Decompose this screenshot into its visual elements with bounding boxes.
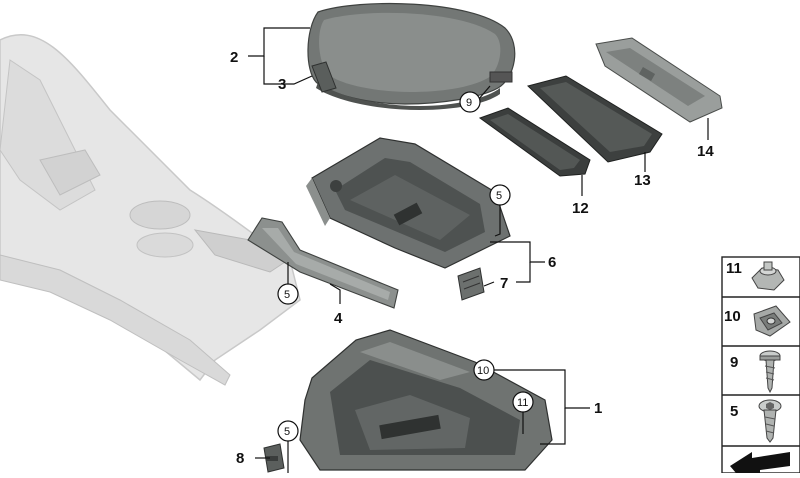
arrow-icon bbox=[730, 452, 790, 473]
fastener-legend: 11 10 9 5 bbox=[721, 256, 800, 474]
callout-14: 14 bbox=[697, 143, 714, 160]
callout-3: 3 bbox=[278, 76, 286, 93]
callout-9: 9 bbox=[466, 97, 472, 109]
callout-1: 1 bbox=[594, 400, 602, 417]
rubber-mat-small bbox=[478, 107, 591, 177]
callout-12: 12 bbox=[572, 200, 589, 217]
rear-cover bbox=[595, 37, 723, 123]
legend-label-10: 10 bbox=[724, 308, 741, 325]
callout-11-circle bbox=[512, 391, 534, 413]
callouts: 2 3 9 14 13 12 5 6 7 5 4 10 11 1 5 8 bbox=[230, 49, 714, 467]
storage-tray bbox=[306, 137, 511, 269]
callout-5b: 5 bbox=[284, 289, 290, 301]
legend-label-5: 5 bbox=[730, 403, 738, 420]
legend-label-9: 9 bbox=[730, 354, 738, 371]
callout-7: 7 bbox=[500, 275, 508, 292]
connector-part bbox=[263, 443, 285, 473]
callout-10: 10 bbox=[477, 365, 489, 377]
callout-5c: 5 bbox=[284, 426, 290, 438]
leader-lines bbox=[248, 27, 709, 473]
armrest-lid bbox=[307, 2, 516, 110]
torx-screw-icon bbox=[758, 399, 782, 443]
rubber-mat-large bbox=[527, 75, 663, 163]
callout-2: 2 bbox=[230, 49, 238, 66]
legend-label-11: 11 bbox=[726, 260, 742, 277]
callout-4: 4 bbox=[334, 310, 343, 327]
callout-8: 8 bbox=[236, 450, 244, 467]
tray-clip bbox=[457, 267, 485, 301]
callout-13: 13 bbox=[634, 172, 651, 189]
console-bracket bbox=[299, 329, 553, 471]
callout-5a-circle bbox=[489, 184, 511, 206]
callout-5c-circle bbox=[277, 420, 299, 442]
callout-10-circle bbox=[473, 359, 495, 381]
center-console-ghost bbox=[0, 34, 301, 386]
clip-nut-icon bbox=[753, 305, 791, 337]
callout-6: 6 bbox=[548, 254, 556, 271]
callout-5b-circle bbox=[277, 283, 299, 305]
trim-strip bbox=[247, 217, 399, 309]
screw-icon bbox=[759, 350, 781, 394]
nut-icon bbox=[751, 261, 785, 291]
latch-part bbox=[311, 61, 337, 93]
callout-9-circle bbox=[459, 91, 481, 113]
callout-11: 11 bbox=[517, 397, 528, 409]
callout-5a: 5 bbox=[496, 190, 502, 202]
